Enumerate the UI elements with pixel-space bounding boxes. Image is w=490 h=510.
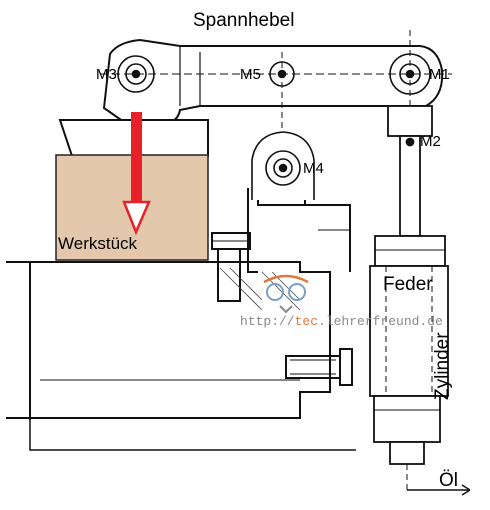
label-workpiece: Werkstück [58, 234, 138, 253]
label-oil: Öl [439, 470, 458, 491]
watermark-suffix: .lehrerfreund.de [318, 314, 443, 329]
label-m5: M5 [240, 66, 261, 83]
force-arrow [122, 112, 151, 236]
label-cylinder: Zylinder [432, 332, 453, 400]
watermark-highlight: tec [294, 314, 319, 329]
watermark-url: http://tec.lehrerfreund.de [240, 314, 443, 329]
pivot-m5 [269, 61, 295, 87]
label-m4: M4 [303, 160, 324, 177]
label-m1: M1 [429, 66, 450, 83]
label-m3: M3 [96, 66, 117, 83]
label-m2: M2 [420, 133, 441, 150]
hatching [219, 267, 301, 311]
pivot-m1 [389, 53, 431, 95]
connecting-rod [387, 105, 433, 237]
pivot-m4 [251, 131, 315, 200]
owl-logo [263, 274, 309, 314]
pivot-m3 [117, 55, 155, 93]
clamping-lever [58, 30, 452, 157]
watermark-prefix: http:// [240, 314, 295, 329]
diagram-title: Spannhebel [193, 10, 295, 31]
hydraulic-cylinder [369, 235, 471, 496]
label-spring: Feder [383, 274, 433, 295]
